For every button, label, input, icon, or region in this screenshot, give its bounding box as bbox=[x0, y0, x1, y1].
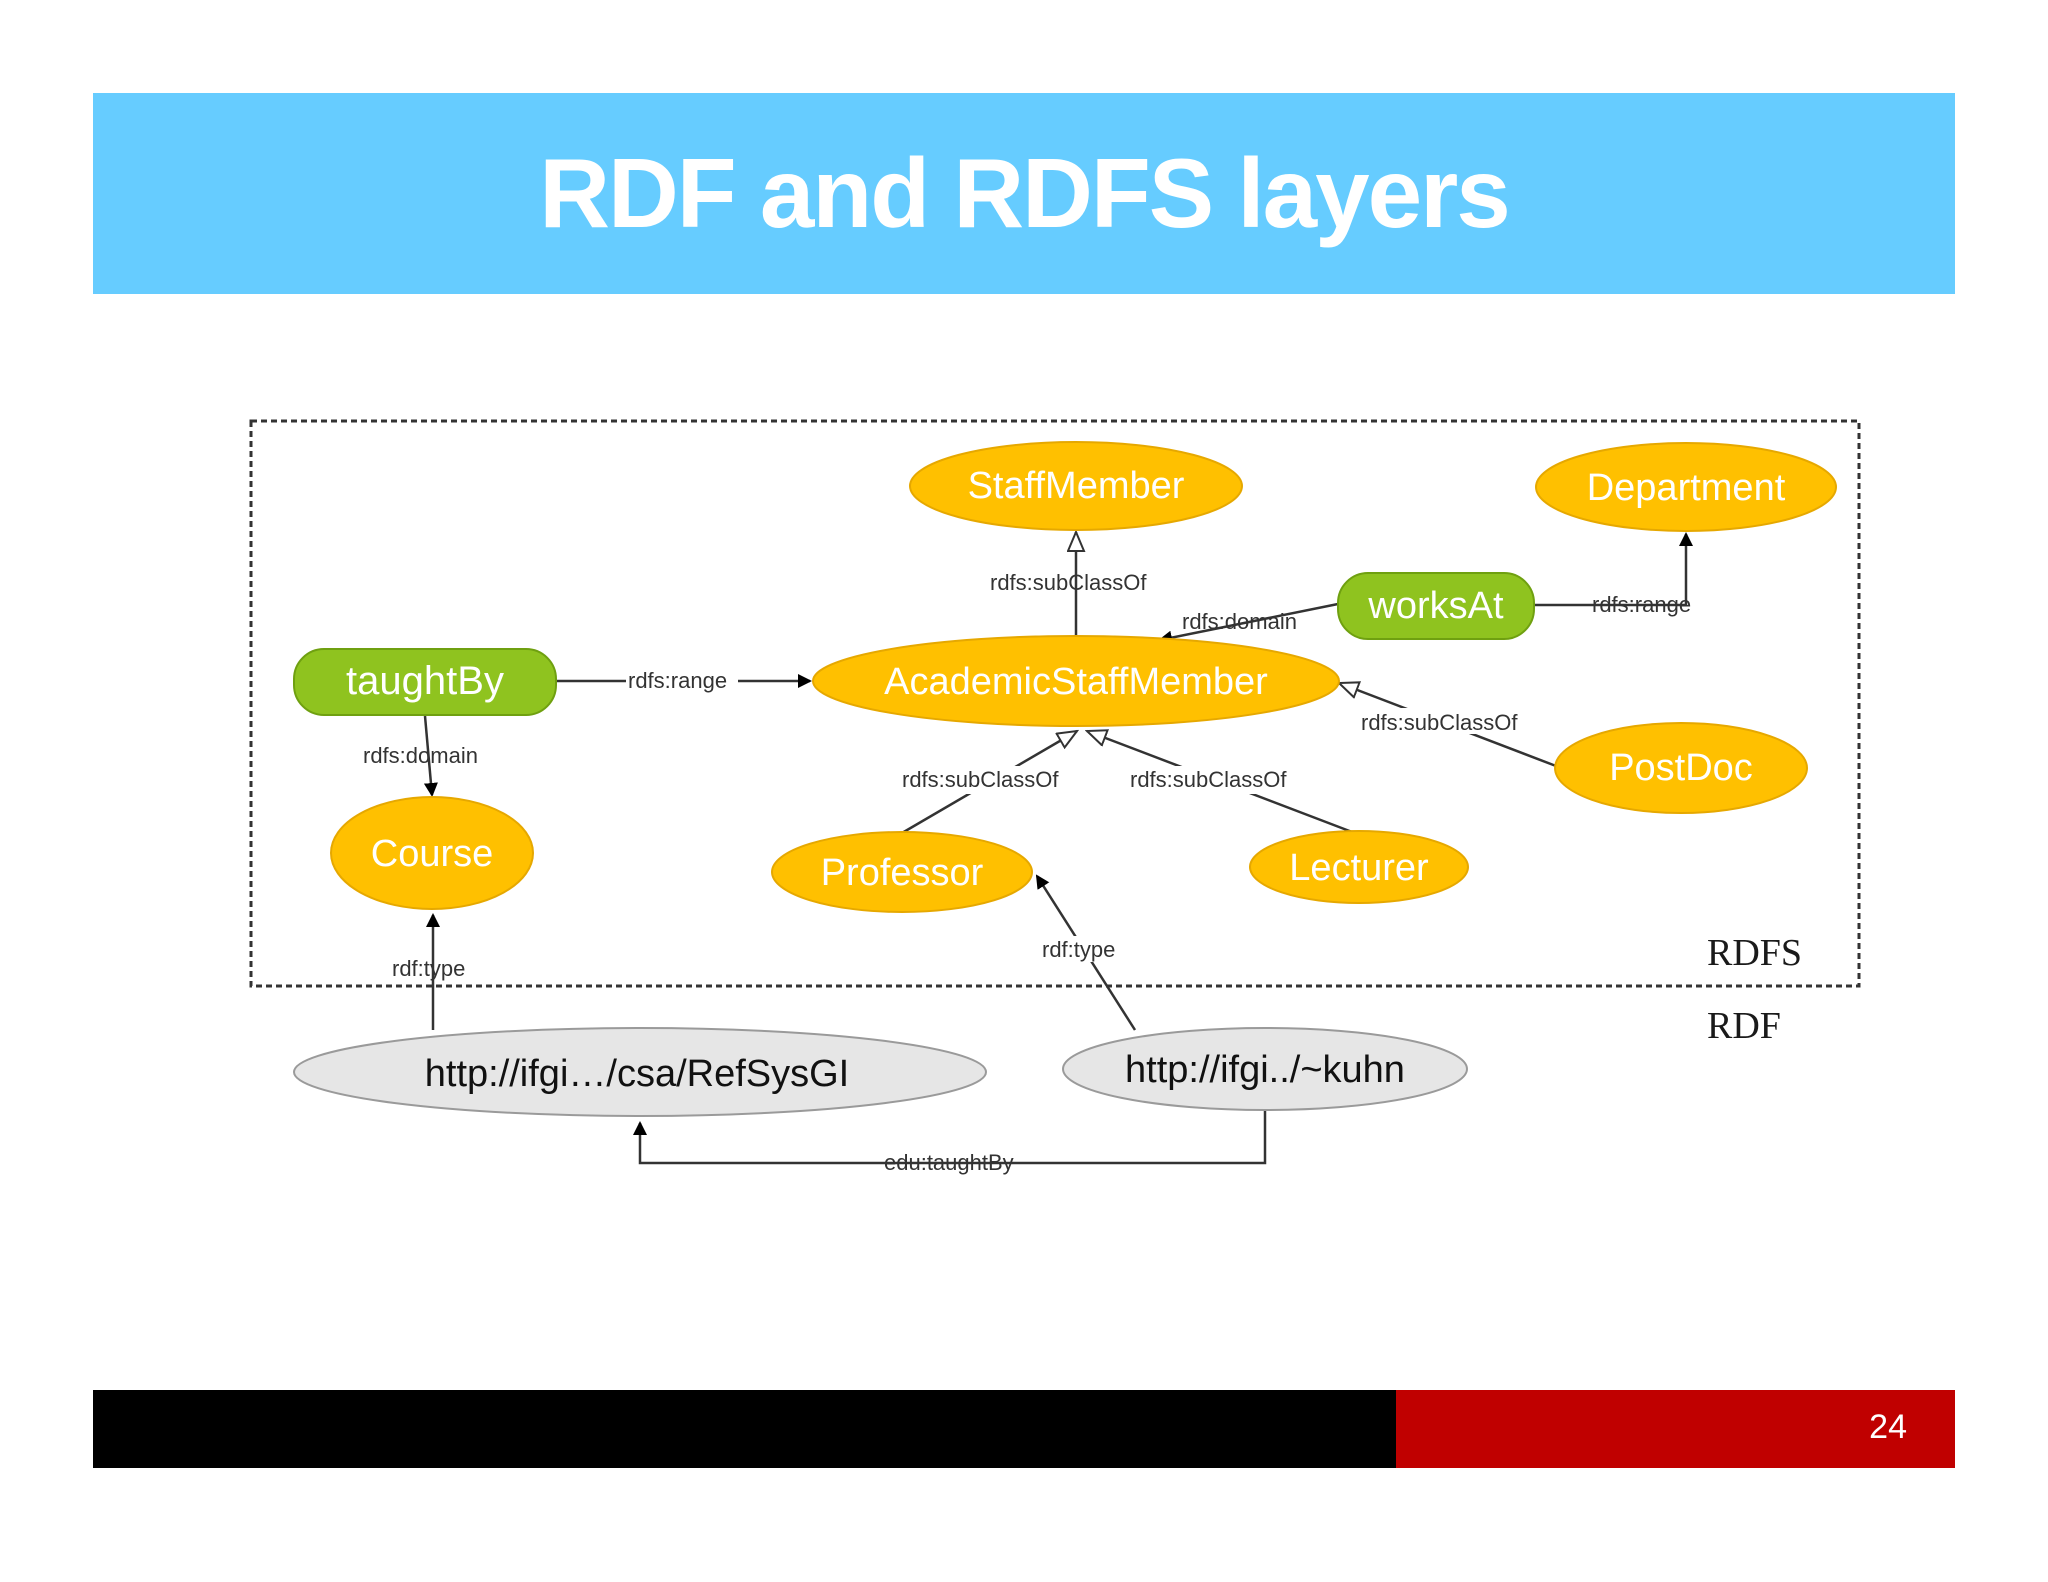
node-uri-kuhn bbox=[1062, 1027, 1468, 1111]
node-label-staffmember: StaffMember bbox=[968, 465, 1185, 507]
edge-label-professor-subclass: rdfs:subClassOf bbox=[902, 767, 1059, 792]
node-label-worksat: worksAt bbox=[1367, 585, 1504, 627]
node-worksat bbox=[1337, 572, 1535, 640]
rdfs-layer-box bbox=[249, 419, 1861, 988]
edge-label-postdoc-subclass: rdfs:subClassOf bbox=[1361, 710, 1518, 735]
node-label-professor: Professor bbox=[821, 852, 984, 894]
node-academicstaffmember bbox=[812, 635, 1340, 727]
edge-worksat-domain bbox=[1158, 602, 1339, 645]
slide-title: RDF and RDFS layers bbox=[539, 138, 1510, 248]
rdf-layer-label: RDF bbox=[1707, 1005, 1781, 1047]
node-lecturer bbox=[1249, 830, 1469, 904]
node-professor bbox=[771, 831, 1033, 913]
node-label-uri-refsysgi: http://ifgi…/csa/RefSysGI bbox=[425, 1053, 849, 1095]
node-label-postdoc: PostDoc bbox=[1609, 747, 1753, 789]
footer-bar-right: 24 bbox=[1396, 1390, 1955, 1468]
edge-worksat-range bbox=[1535, 532, 1693, 607]
edge-label-kuhn-type: rdf:type bbox=[1042, 937, 1115, 962]
node-label-course: Course bbox=[371, 833, 494, 875]
edge-label-worksat-range: rdfs:range bbox=[1592, 592, 1691, 617]
rdfs-layer-label: RDFS bbox=[1707, 932, 1802, 974]
node-department bbox=[1535, 442, 1837, 532]
node-staffmember bbox=[909, 441, 1243, 531]
page-number: 24 bbox=[1869, 1408, 1907, 1446]
edge-label-taughtby-range: rdfs:range bbox=[628, 668, 727, 693]
node-label-lecturer: Lecturer bbox=[1289, 847, 1429, 889]
node-label-department: Department bbox=[1587, 467, 1786, 509]
node-course bbox=[330, 796, 534, 910]
node-uri-refsysgi bbox=[293, 1027, 987, 1117]
edge-label-taughtby-domain: rdfs:domain bbox=[363, 743, 478, 768]
node-label-taughtby: taughtBy bbox=[346, 659, 504, 703]
edge-label-edu-taughtby: edu:taughtBy bbox=[884, 1150, 1014, 1175]
node-postdoc bbox=[1554, 722, 1808, 814]
edge-label-worksat-domain: rdfs:domain bbox=[1182, 609, 1297, 634]
node-label-uri-kuhn: http://ifgi../~kuhn bbox=[1125, 1049, 1405, 1091]
edge-label-lecturer-subclass: rdfs:subClassOf bbox=[1130, 767, 1287, 792]
edge-taughtby-domain bbox=[423, 715, 438, 797]
node-taughtby bbox=[293, 648, 557, 716]
title-bar: RDF and RDFS layers bbox=[93, 93, 1955, 294]
edge-edu-taughtby bbox=[633, 1110, 1267, 1165]
edge-label-refsysgi-type: rdf:type bbox=[392, 956, 465, 981]
edge-label-asm-subclass: rdfs:subClassOf bbox=[990, 570, 1147, 595]
footer-bar-left bbox=[93, 1390, 1396, 1468]
node-label-academicstaffmember: AcademicStaffMember bbox=[884, 661, 1268, 703]
